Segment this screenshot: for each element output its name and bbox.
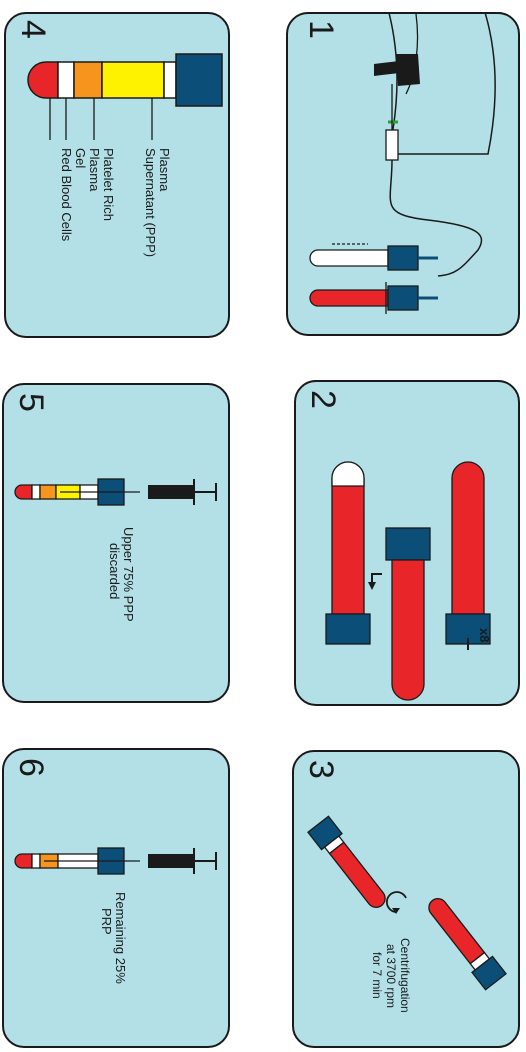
panel-5-ppp-discard: 5 Upper 75% PPP discarded bbox=[2, 383, 230, 703]
filled-tube bbox=[310, 290, 388, 306]
caption-line2: at 3700 rpm bbox=[383, 944, 398, 1008]
adapter-icon bbox=[386, 130, 398, 160]
layered-tube-illustration bbox=[6, 14, 230, 338]
caption-line2: PRP bbox=[99, 908, 114, 935]
tube-neck bbox=[164, 62, 176, 98]
caption-line1: Centrifugation bbox=[397, 938, 412, 1013]
syringe-barrel-icon bbox=[148, 485, 194, 499]
tourniquet-icon bbox=[396, 54, 420, 86]
tube-inversion-illustration bbox=[296, 382, 520, 706]
blood-draw-illustration bbox=[288, 14, 520, 336]
step-number: 6 bbox=[11, 758, 50, 777]
tube-gel bbox=[32, 854, 40, 868]
tube-b-cap bbox=[386, 528, 430, 560]
ppp-label-line2: Supernatant (PPP) bbox=[143, 148, 158, 257]
panel-4-tube-layers: 4 Plasma Supernatant (PPP) Platelet Rich… bbox=[4, 12, 230, 338]
filled-tube-cap bbox=[388, 286, 418, 310]
panel-3-centrifugation: 3 Centrifugation at 3700 rpm for 7 min bbox=[292, 750, 520, 1048]
caption-line2: discarded bbox=[107, 543, 122, 599]
gel-layer bbox=[58, 62, 74, 98]
tube-cap bbox=[176, 54, 222, 106]
tube-b bbox=[392, 560, 424, 700]
caption-line1: Remaining 25% bbox=[113, 892, 128, 984]
gel-label: Gel bbox=[73, 148, 88, 168]
rotate-arrowhead-icon bbox=[368, 582, 376, 590]
tube-rbc bbox=[15, 485, 32, 499]
tube-upper bbox=[308, 816, 392, 913]
tube-c bbox=[452, 462, 484, 614]
empty-tube bbox=[310, 250, 388, 266]
caption-line1: Upper 75% PPP bbox=[121, 527, 136, 622]
step-number: 3 bbox=[301, 760, 340, 779]
step-number: 4 bbox=[13, 20, 52, 39]
tube-prp bbox=[40, 485, 56, 499]
tube-a-air bbox=[332, 462, 364, 486]
ppp-label-line1: Plasma bbox=[157, 148, 172, 191]
ppp-layer bbox=[102, 62, 164, 98]
caption-line3: for 7 min bbox=[369, 952, 384, 999]
rbc-label: Red Blood Cells bbox=[59, 148, 74, 241]
panel-2-inversion: 2 x8 bbox=[294, 380, 520, 706]
step-number: 1 bbox=[301, 20, 340, 39]
red-blood-cell-layer bbox=[28, 62, 58, 98]
syringe-barrel-icon bbox=[148, 854, 194, 868]
step-number: 2 bbox=[303, 390, 342, 409]
tube-rbc bbox=[15, 854, 32, 868]
repeat-count: x8 bbox=[477, 628, 492, 642]
panel-1-blood-draw: 1 bbox=[286, 12, 520, 336]
prp-layer bbox=[74, 62, 102, 98]
tube-gel bbox=[32, 485, 40, 499]
step-number: 5 bbox=[11, 393, 50, 412]
tube-lower bbox=[422, 893, 506, 990]
empty-tube-cap bbox=[388, 246, 418, 270]
panel-6-prp-remaining: 6 Remaining 25% PRP bbox=[2, 748, 230, 1048]
prp-label-line1: Platelet Rich bbox=[101, 148, 116, 221]
prp-label-line2: Plasma bbox=[87, 148, 102, 191]
tube-a-cap bbox=[326, 614, 370, 644]
